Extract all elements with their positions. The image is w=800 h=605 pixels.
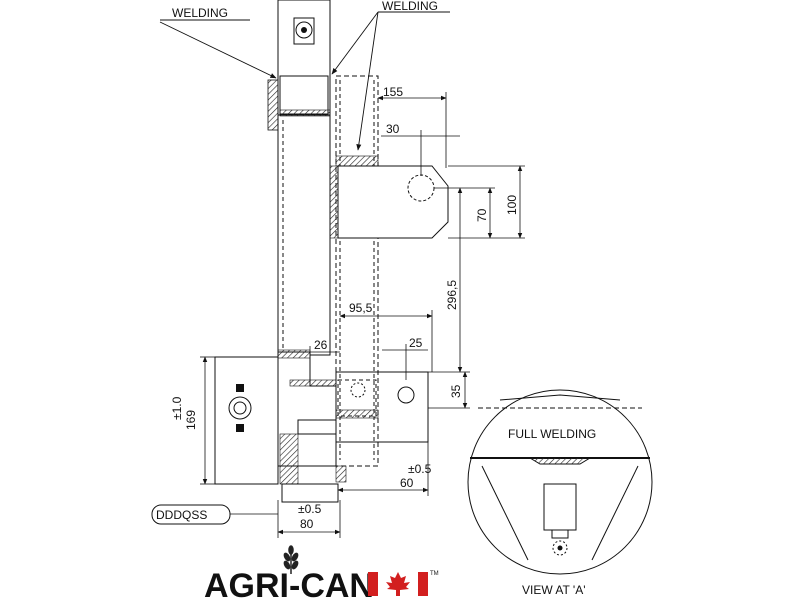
dim-100: 100: [505, 195, 519, 215]
dim-25: 25: [409, 336, 423, 350]
grease-fitting-icon: [228, 384, 252, 432]
detail-bolt-icon: [552, 540, 568, 556]
weld-hatch-mid: [335, 155, 379, 167]
lower-pin-hole-icon: [350, 382, 415, 404]
welding-label-right: WELDING: [382, 0, 438, 13]
bottom-flange: [281, 483, 339, 503]
weld-hatch-side: [329, 165, 339, 239]
lower-mounting-block: [214, 351, 429, 485]
brand-name: AGRI-CAN: [204, 567, 374, 600]
dim-95-5: 95,5: [349, 301, 373, 315]
canada-flag-icon: [368, 572, 428, 596]
dim-26: 26: [314, 338, 328, 352]
brand-logo: AGRI-CAN TM: [204, 545, 439, 605]
weld-hatch-top: [267, 79, 331, 131]
view-at-label: VIEW AT 'A': [522, 583, 586, 597]
dim-169-tolerance: ±1.0: [170, 396, 184, 420]
dim-169: 169: [184, 410, 198, 430]
welding-label-left: WELDING: [172, 6, 228, 20]
part-code-tag: [151, 504, 278, 525]
dim-30: 30: [386, 122, 400, 136]
wheat-icon: [283, 545, 299, 574]
part-code-label: DDDQSS: [156, 508, 207, 522]
dim-80-tolerance: ±0.5: [298, 502, 322, 516]
dim-35: 35: [449, 384, 463, 398]
main-vertical-tube: [277, 0, 331, 356]
detail-view: [467, 389, 653, 575]
dim-80: 80: [300, 517, 314, 531]
trademark-mark: TM: [430, 571, 439, 577]
top-bolt-hole-icon: [293, 17, 315, 45]
weld-hatch-lower: [277, 349, 379, 485]
full-welding-label: FULL WELDING: [508, 427, 596, 441]
dimension-lines: [200, 92, 525, 538]
upper-bracket-plate: [337, 165, 449, 239]
dim-155: 155: [383, 85, 403, 99]
dim-60: 60: [400, 476, 414, 490]
welding-leaders: [159, 11, 450, 151]
dim-60-tolerance: ±0.5: [408, 462, 432, 476]
secondary-tube: [335, 75, 379, 467]
dim-70: 70: [475, 208, 489, 222]
dim-296-5: 296,5: [445, 280, 459, 310]
